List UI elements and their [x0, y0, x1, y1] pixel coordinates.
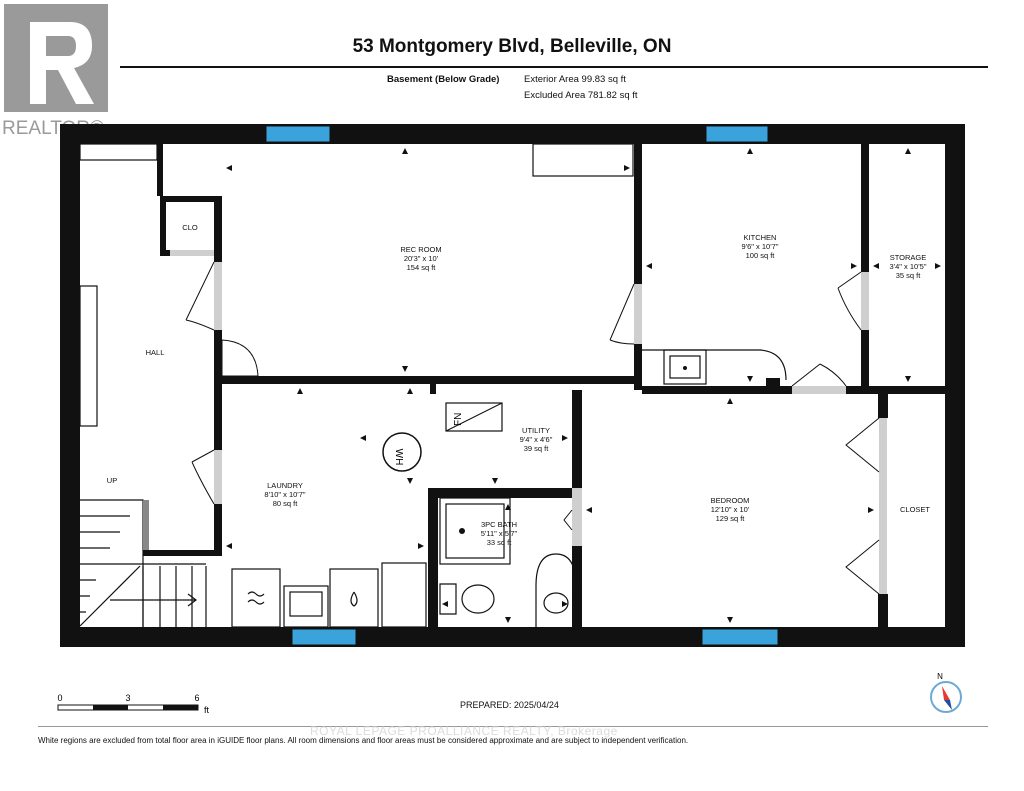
rec-room-area: 154 sq ft	[407, 263, 437, 272]
windows	[265, 125, 779, 646]
utility-name: UTILITY	[522, 426, 550, 435]
hall-name: HALL	[146, 348, 165, 357]
bath-area: 33 sq ft	[487, 538, 513, 547]
dimension-arrows	[226, 148, 941, 623]
kitchen-dims: 9'6" x 10'7"	[742, 242, 779, 251]
scale-label-6: 6	[194, 693, 199, 703]
kitchen-area: 100 sq ft	[746, 251, 776, 260]
scale-unit: ft	[204, 705, 210, 715]
storage-dims: 3'4" x 10'5"	[890, 262, 927, 271]
furnace-label: FN	[453, 413, 464, 426]
rec-room-counter	[532, 143, 634, 177]
laundry-dims: 8'10" x 10'7"	[264, 490, 305, 499]
kitchen-counter	[642, 349, 787, 385]
laundry-area: 80 sq ft	[273, 499, 299, 508]
door-openings	[170, 250, 887, 594]
utility-dims: 9'4" x 4'6"	[520, 435, 553, 444]
excluded-area: Excluded Area 781.82 sq ft	[524, 90, 638, 101]
water-heater: WH	[382, 432, 422, 472]
scale-label-0: 0	[57, 693, 62, 703]
storage-area: 35 sq ft	[896, 271, 922, 280]
compass-icon: N	[930, 672, 962, 713]
bedroom-area: 129 sq ft	[716, 514, 746, 523]
realtor-logo: REALTOR®	[2, 4, 108, 139]
disclaimer: White regions are excluded from total fl…	[38, 736, 689, 745]
closet-name: CLOSET	[900, 505, 930, 514]
level-name: Basement (Below Grade)	[387, 74, 500, 85]
scale-label-3: 3	[125, 693, 130, 703]
door-swings	[185, 261, 880, 595]
bath-fixtures	[439, 497, 577, 627]
bedroom-dims: 12'10" x 10'	[711, 505, 750, 514]
exterior-area: Exterior Area 99.83 sq ft	[524, 74, 626, 85]
prepared-date: PREPARED: 2025/04/24	[460, 700, 559, 710]
water-heater-label: WH	[393, 449, 404, 466]
window	[701, 628, 779, 646]
brokerage-watermark: ROYAL LEPAGE PROALLIANCE REALTY, Brokera…	[310, 724, 618, 738]
laundry-appliances	[231, 562, 427, 628]
compass-n: N	[937, 672, 943, 681]
storage-name: STORAGE	[890, 253, 927, 262]
kitchen-name: KITCHEN	[744, 233, 777, 242]
laundry-name: LAUNDRY	[267, 481, 303, 490]
scale-bar: 0 3 6 ft	[57, 693, 209, 715]
window	[291, 628, 357, 646]
rec-room-name: REC ROOM	[400, 245, 441, 254]
clo-name: CLO	[182, 223, 198, 232]
window	[265, 125, 331, 143]
page-title: 53 Montgomery Blvd, Belleville, ON	[352, 36, 672, 57]
bath-name: 3PC BATH	[481, 520, 517, 529]
rec-room-dims: 20'3" x 10'	[404, 254, 439, 263]
utility-area: 39 sq ft	[524, 444, 550, 453]
walls	[60, 124, 965, 647]
furnace: FN	[445, 402, 503, 432]
up-label: UP	[107, 476, 117, 485]
window	[705, 125, 769, 143]
footer-divider	[38, 726, 988, 727]
bath-dims: 5'11" x 5'7"	[481, 529, 518, 538]
bedroom-name: BEDROOM	[711, 496, 750, 505]
header-divider	[120, 66, 988, 68]
